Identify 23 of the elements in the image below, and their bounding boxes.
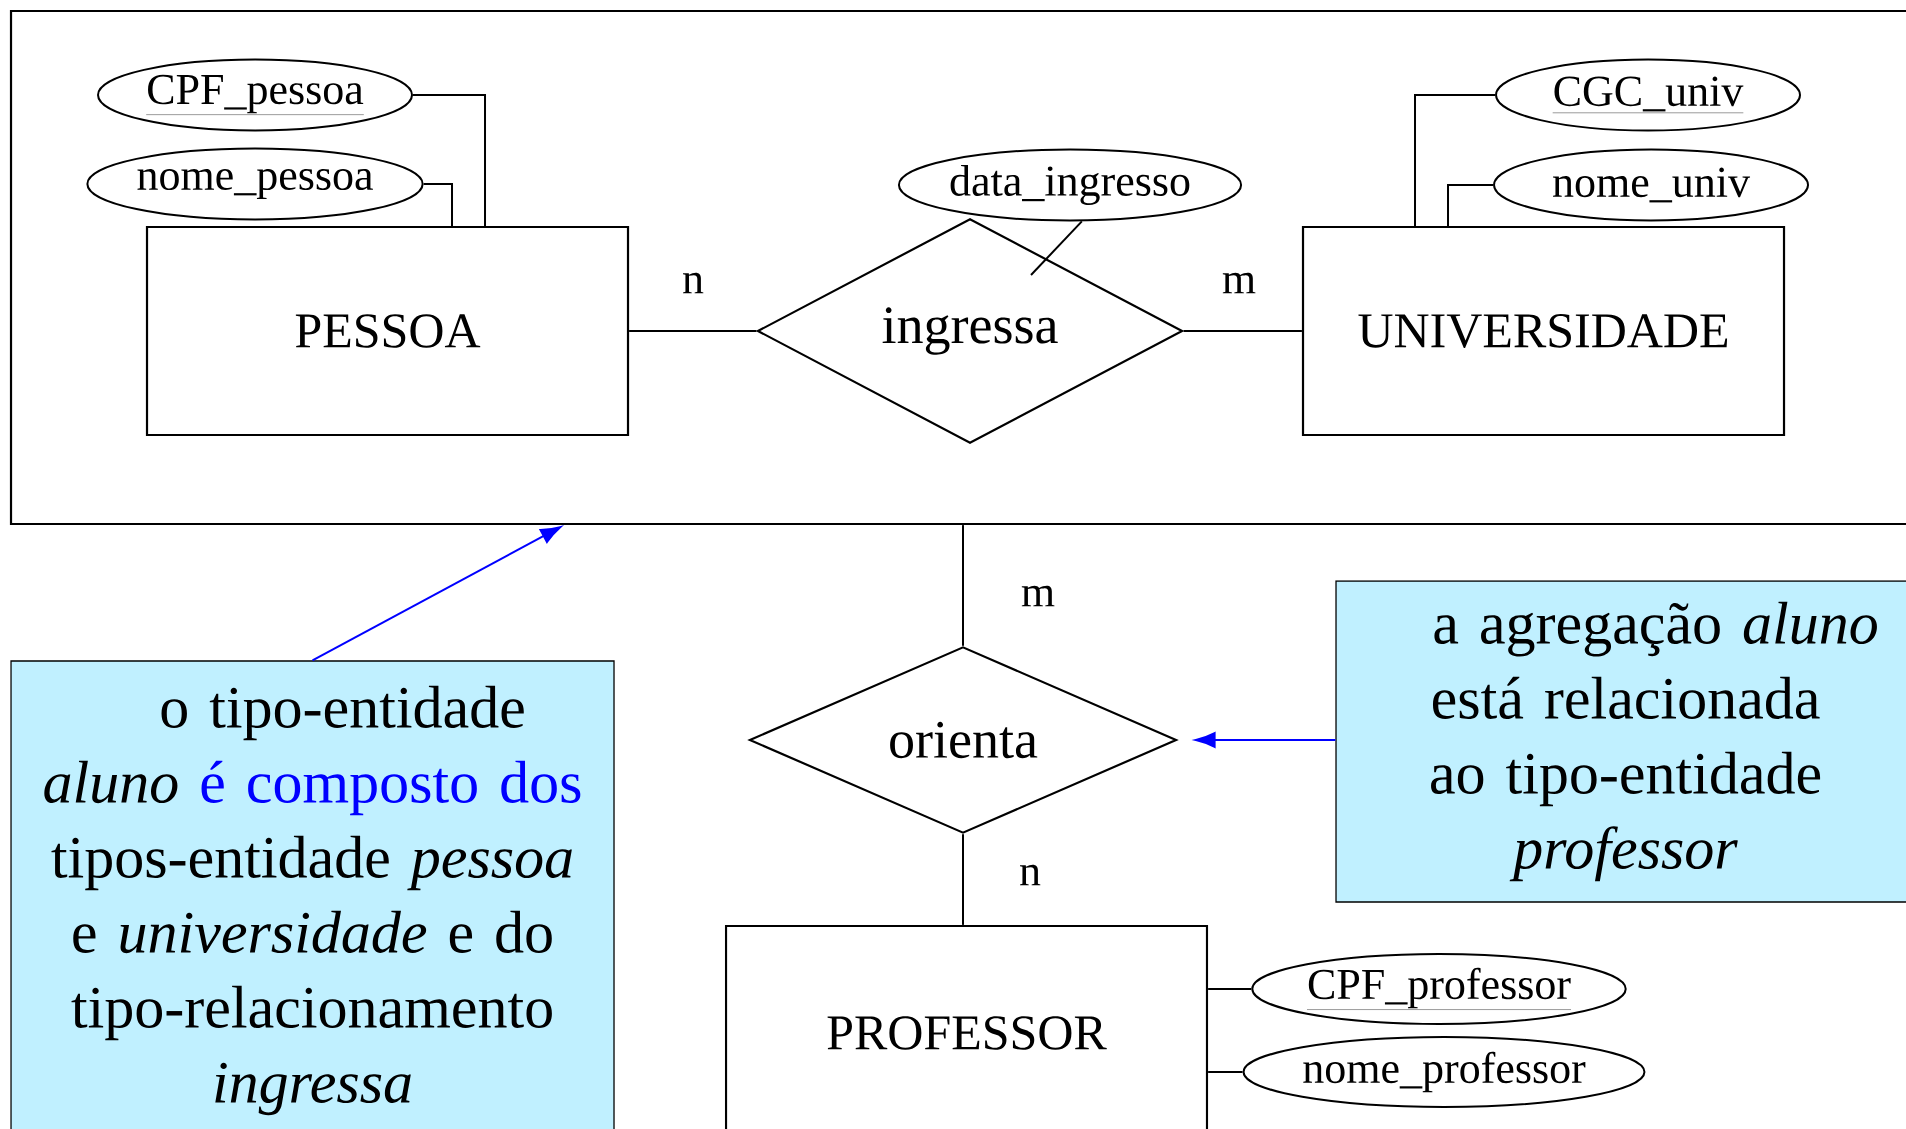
connector-line [1207, 988, 1253, 990]
cardinality-label: m [1222, 272, 1256, 294]
connector-line [1414, 94, 1496, 227]
arrow [311, 526, 562, 662]
cardinality-label: m [1021, 585, 1055, 607]
note-box: a agregação aluno está relacionada ao tipo-entidade professor [1335, 580, 1906, 903]
cardinality-label: n [683, 272, 704, 294]
connector-line [1030, 220, 1083, 276]
arrow [1194, 732, 1337, 748]
connector-line [1207, 1071, 1244, 1073]
entity-box: UNIVERSIDADE [1301, 225, 1786, 437]
connector-line [412, 94, 486, 227]
connector-line [962, 524, 964, 647]
connector-line [1182, 330, 1303, 332]
connector-line [422, 183, 453, 227]
connector-line [962, 833, 964, 926]
connector-line [1447, 184, 1494, 227]
aggregation-box [9, 9, 1906, 526]
entity-box: PESSOA [145, 225, 630, 437]
note-box: o tipo-entidade aluno é composto dos tipos-entidade pessoa e universidade e do tipo-relacionamento ingressa [10, 660, 615, 1129]
entity-box: PROFESSOR [724, 924, 1209, 1129]
cardinality-label: n [1020, 864, 1041, 886]
connector-line [628, 330, 758, 332]
